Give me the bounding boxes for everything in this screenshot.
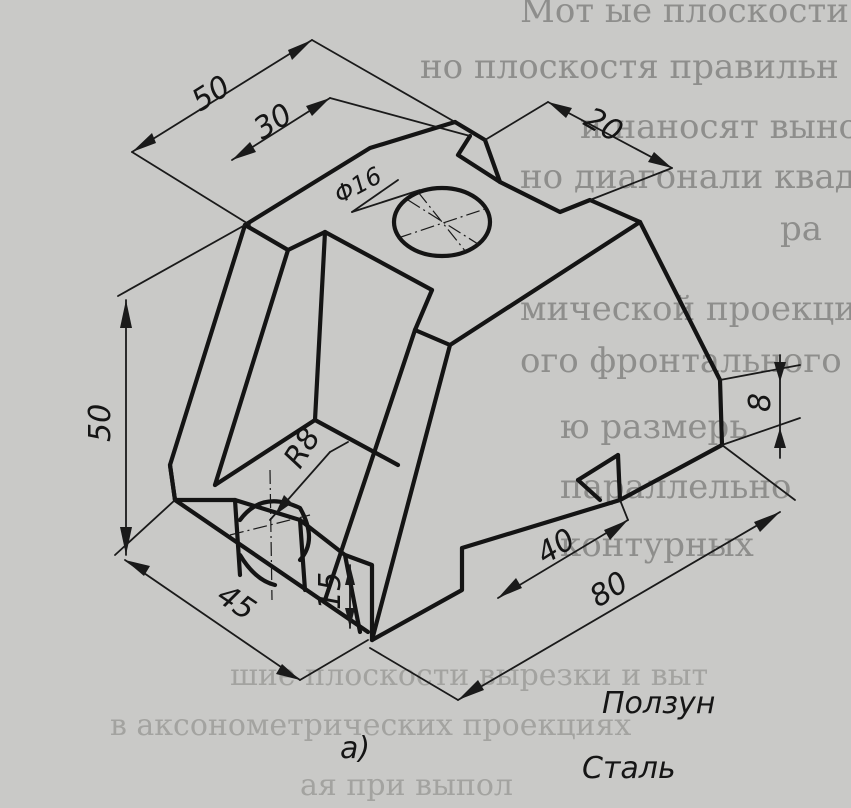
bg-line: Мот ые плоскости в этом	[520, 0, 851, 31]
bg-line: в аксонометрических проекциях	[110, 708, 631, 743]
dim-80: 80	[584, 565, 635, 615]
hole-r8	[237, 499, 312, 563]
figure-label: а)	[340, 731, 370, 766]
bg-line: но плоскостя правильн	[420, 47, 839, 87]
bg-line: параллельно	[560, 467, 792, 507]
material-label: Сталь	[582, 751, 676, 786]
holes	[237, 185, 493, 588]
background-text: Мот ые плоскости в этом но плоскостя пра…	[110, 0, 851, 803]
hole-16	[391, 185, 493, 259]
center-lines	[229, 191, 489, 601]
dim-15: 15	[313, 572, 348, 610]
caption: а) Ползун Сталь	[340, 686, 715, 786]
dim-r8: R8	[277, 422, 328, 474]
part-outline	[167, 119, 725, 643]
dim-50-top: 50	[186, 69, 237, 119]
bg-line: контурных	[560, 525, 754, 565]
part-name: Ползун	[602, 686, 715, 721]
dimension-lines	[114, 39, 801, 701]
dim-45: 45	[211, 578, 262, 628]
dim-30: 30	[248, 97, 299, 147]
edge	[242, 222, 328, 253]
bg-line: ю размерь	[560, 407, 748, 447]
bg-line: ая при выпол	[300, 768, 513, 803]
dim-8: 8	[743, 393, 778, 412]
bg-line: шие плоскости вырезки и выт	[230, 658, 708, 693]
dim-50-left: 50	[83, 404, 118, 442]
bg-line: и наносят выноск ва по	[580, 107, 851, 147]
bg-line: ого фронтального	[520, 341, 842, 381]
bg-line: ра	[780, 209, 822, 249]
